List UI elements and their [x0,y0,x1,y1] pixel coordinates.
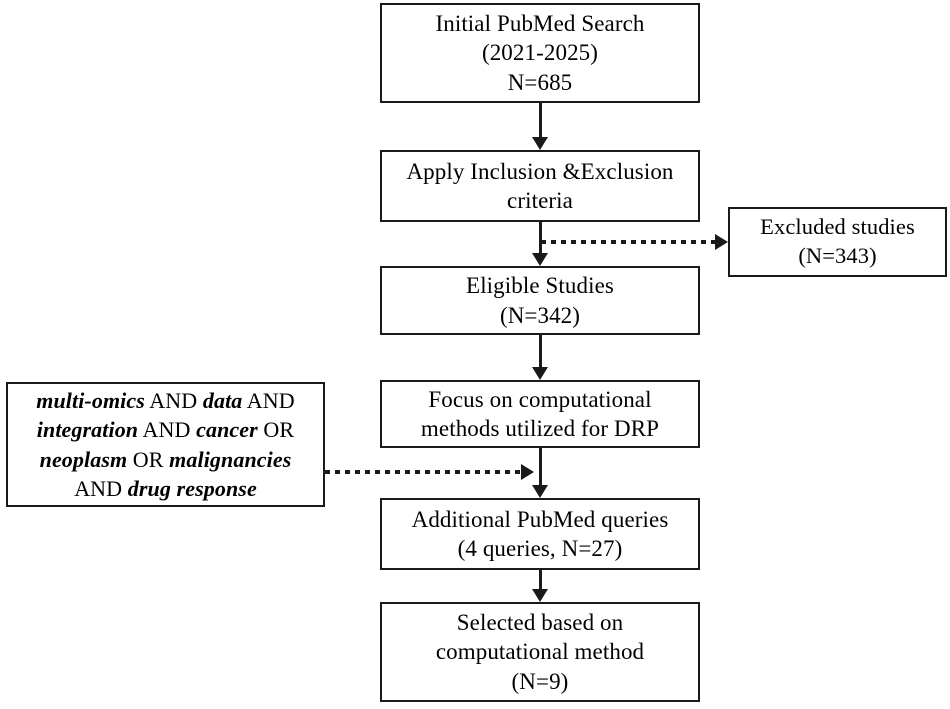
connector-additional-to-selected-arrowhead [532,589,548,602]
node-eligible-studies: Eligible Studies (N=342) [380,266,700,335]
connector-criteria-to-excluded-arrowhead [715,234,728,250]
node-query-line-2: integration AND cancer OR [37,415,294,444]
node-query-line-3: neoplasm OR malignancies [40,445,292,474]
node-additional-line-2: (4 queries, N=27) [457,536,623,561]
node-initial-search-line-1: Initial PubMed Search [435,10,645,36]
node-eligible-line-2: (N=342) [499,302,581,328]
query-term-neoplasm: neoplasm [39,446,128,472]
node-query-line-4: AND drug response [74,474,257,503]
node-pubmed-query-string: multi-omics AND data AND integration AND… [6,382,325,507]
connector-additional-to-selected-line [539,570,542,590]
query-term-integration: integration [36,417,139,443]
node-initial-search-line-3: N=685 [507,69,573,95]
node-selected-based-on-computational-method: Selected based on computational method (… [380,602,700,702]
node-apply-inclusion-exclusion-criteria: Apply Inclusion &Exclusion criteria [380,150,700,222]
node-criteria-line-2: criteria [507,188,573,213]
connector-criteria-to-eligible-line [539,222,542,253]
query-term-malignancies: malignancies [169,446,292,472]
connector-focus-to-additional-line [539,448,542,485]
query-term-multi-omics: multi-omics [36,388,145,414]
node-additional-pubmed-queries: Additional PubMed queries (4 queries, N=… [380,498,700,570]
query-operator-6: AND [74,475,128,501]
node-focus-line-2: methods utilized for DRP [420,416,660,441]
connector-eligible-to-focus-arrowhead [532,367,548,380]
connector-criteria-to-eligible-arrowhead [532,253,548,266]
node-focus-computational-methods: Focus on computational methods utilized … [380,380,700,448]
query-operator-3: AND [138,417,197,443]
node-excluded-studies: Excluded studies (N=343) [728,207,947,277]
query-operator-2: AND [242,388,295,414]
node-selected-line-1: Selected based on [456,609,624,635]
node-excluded-line-2: (N=343) [798,243,877,268]
node-selected-line-2: computational method [435,639,645,665]
node-selected-line-3: (N=9) [511,668,569,694]
node-additional-line-1: Additional PubMed queries [411,506,669,532]
node-excluded-line-1: Excluded studies [760,214,915,240]
node-criteria-line-1: Apply Inclusion &Exclusion [406,158,674,184]
node-query-line-1: multi-omics AND data AND [36,386,295,415]
query-term-cancer: cancer [196,417,258,443]
query-operator-1: AND [144,388,203,414]
connector-eligible-to-focus-line [539,335,542,367]
connector-query-to-additional-line [325,470,521,474]
connector-initial-to-criteria-line [539,103,542,137]
node-initial-pubmed-search: Initial PubMed Search (2021-2025) N=685 [380,3,700,103]
query-term-data: data [202,388,243,414]
connector-criteria-to-excluded-line [541,240,716,244]
query-operator-5: OR [127,446,170,472]
query-term-drug-response: drug response [127,475,257,501]
query-operator-4: OR [257,417,295,443]
node-focus-line-1: Focus on computational [428,386,652,412]
node-eligible-line-1: Eligible Studies [466,273,614,299]
connector-query-to-additional-arrowhead [521,464,534,480]
connector-focus-to-additional-arrowhead [532,485,548,498]
node-initial-search-line-2: (2021-2025) [481,40,599,66]
connector-initial-to-criteria-arrowhead [532,137,548,150]
